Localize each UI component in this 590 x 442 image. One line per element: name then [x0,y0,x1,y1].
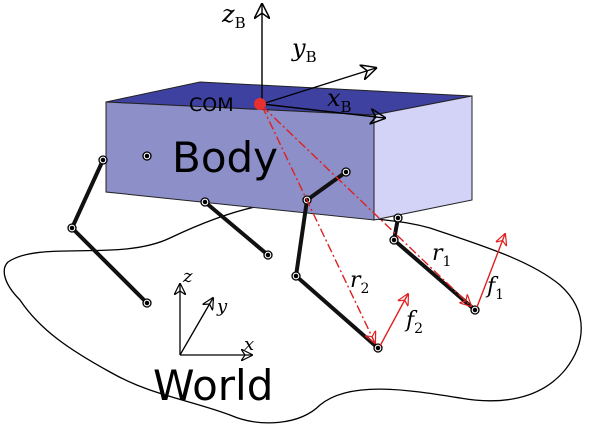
world-label: World [153,361,273,410]
com-label: COM [189,94,234,116]
r1-vector [261,105,471,306]
com-point [254,98,266,110]
z-b-label: zB [221,0,246,32]
front-left-leg [293,170,380,350]
f1-force-arrow [476,234,505,308]
r2-vector [261,105,375,343]
world-frame-axes [180,284,252,355]
leg-joints [67,151,480,353]
x-b-label: xB [327,84,352,116]
body-side-face [373,95,473,221]
world-z-label: z [182,266,193,287]
world-x-label: x [244,334,254,355]
y-b-label: yB [291,34,317,66]
world-y-label: y [216,296,228,317]
body-label: Body [172,133,278,182]
r1-label: r1 [432,241,451,270]
back-right-leg [203,200,270,257]
r2-label: r2 [350,268,369,297]
f2-label: f2 [404,308,423,337]
ground-terrain-outline [3,201,582,424]
body-frame-axes [262,4,385,118]
f2-force-arrow [379,294,408,347]
robot-body [105,81,473,221]
f1-label: f1 [485,274,504,303]
